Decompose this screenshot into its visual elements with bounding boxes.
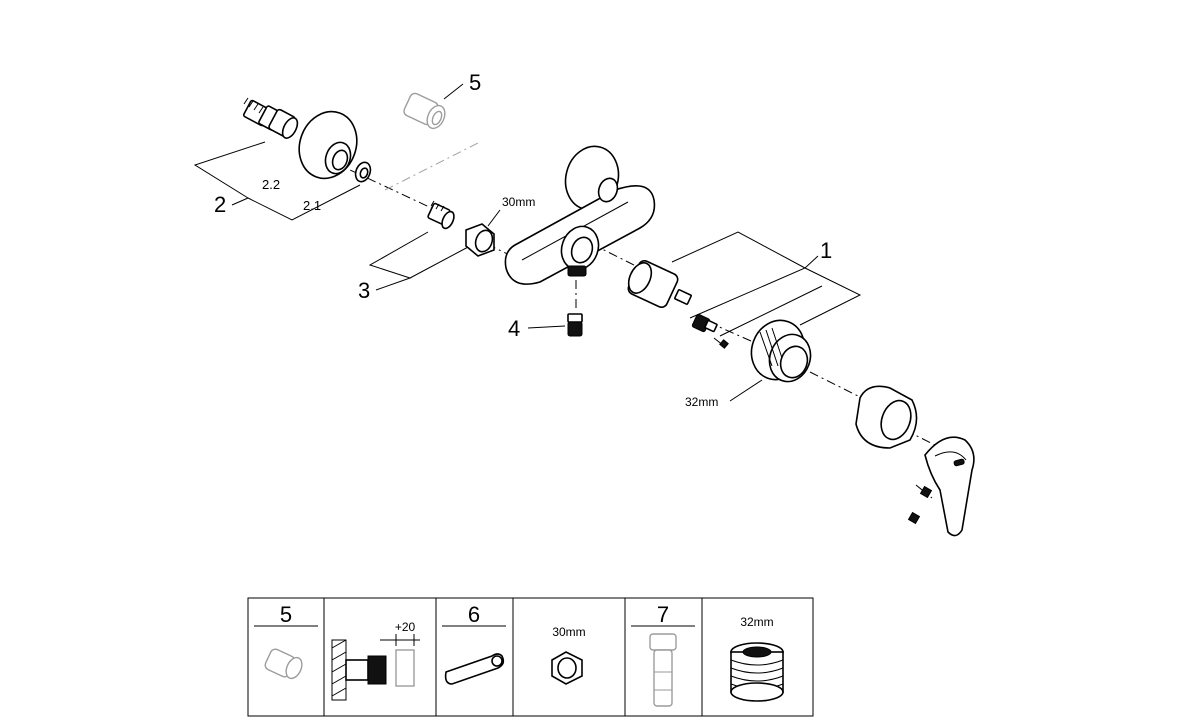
rosette-part bbox=[298, 110, 358, 180]
lever-screws-part bbox=[907, 485, 933, 525]
axis-optional-5 bbox=[384, 142, 479, 191]
dim-32mm-leader bbox=[729, 379, 763, 402]
callout-1: 1 bbox=[820, 238, 832, 263]
callout-4-leader bbox=[527, 325, 566, 329]
nut-30mm-icon bbox=[551, 651, 583, 685]
adapter-part bbox=[691, 313, 729, 349]
callout-2-2: 2.2 bbox=[262, 177, 280, 192]
callout-3: 3 bbox=[358, 278, 370, 303]
dim-32mm: 32mm bbox=[685, 395, 718, 409]
bracket-3 bbox=[368, 231, 429, 291]
dim-30mm-leader bbox=[487, 209, 501, 227]
table-cell-30mm-label: 30mm bbox=[552, 625, 585, 639]
lever-handle-part bbox=[924, 436, 975, 537]
extension-part-gray bbox=[403, 92, 446, 130]
eccentric-connector-part bbox=[242, 97, 299, 139]
axis-right-c bbox=[809, 371, 863, 399]
threaded-ring-32mm-part bbox=[750, 319, 812, 383]
washer-part bbox=[354, 161, 372, 183]
axis-left-lower bbox=[332, 161, 441, 213]
axis-screw bbox=[915, 484, 933, 499]
bracket-1-tick bbox=[804, 255, 819, 269]
wrench-icon bbox=[444, 653, 505, 685]
fitting-part bbox=[427, 200, 455, 230]
nut-30mm-part bbox=[465, 223, 495, 257]
table-cell-6-number: 6 bbox=[468, 602, 480, 627]
bracket-2-2 bbox=[193, 141, 266, 206]
extension-install-icon bbox=[331, 634, 420, 701]
bracket-1-c bbox=[719, 285, 823, 337]
table-cell-5-number: 5 bbox=[280, 602, 292, 627]
cartridge-part bbox=[627, 259, 692, 309]
callout-5: 5 bbox=[469, 70, 481, 95]
callout-2-1: 2.1 bbox=[303, 198, 321, 213]
callout-5-leader bbox=[443, 83, 464, 100]
extension-icon bbox=[264, 648, 303, 680]
table-cell-7-number: 7 bbox=[657, 602, 669, 627]
cover-sleeve-part bbox=[855, 385, 918, 449]
callout-4: 4 bbox=[508, 316, 520, 341]
callout-2: 2 bbox=[214, 192, 226, 217]
table-cell-32mm-label: 32mm bbox=[740, 615, 773, 629]
accessory-table: 5 +20 6 30mm bbox=[247, 597, 814, 717]
dim-30mm: 30mm bbox=[502, 195, 535, 209]
bracket-2-1 bbox=[247, 184, 361, 221]
bracket-1-b bbox=[799, 267, 862, 326]
bracket-3-b bbox=[409, 245, 471, 279]
table-border bbox=[247, 597, 814, 717]
table-cell-plus20-label: +20 bbox=[395, 620, 416, 634]
valve-part bbox=[567, 313, 583, 337]
mixer-body-part bbox=[504, 145, 656, 285]
socket-tool-icon bbox=[649, 633, 677, 707]
threaded-ring-32mm-icon bbox=[730, 642, 784, 702]
bracket-1-a bbox=[671, 231, 807, 319]
